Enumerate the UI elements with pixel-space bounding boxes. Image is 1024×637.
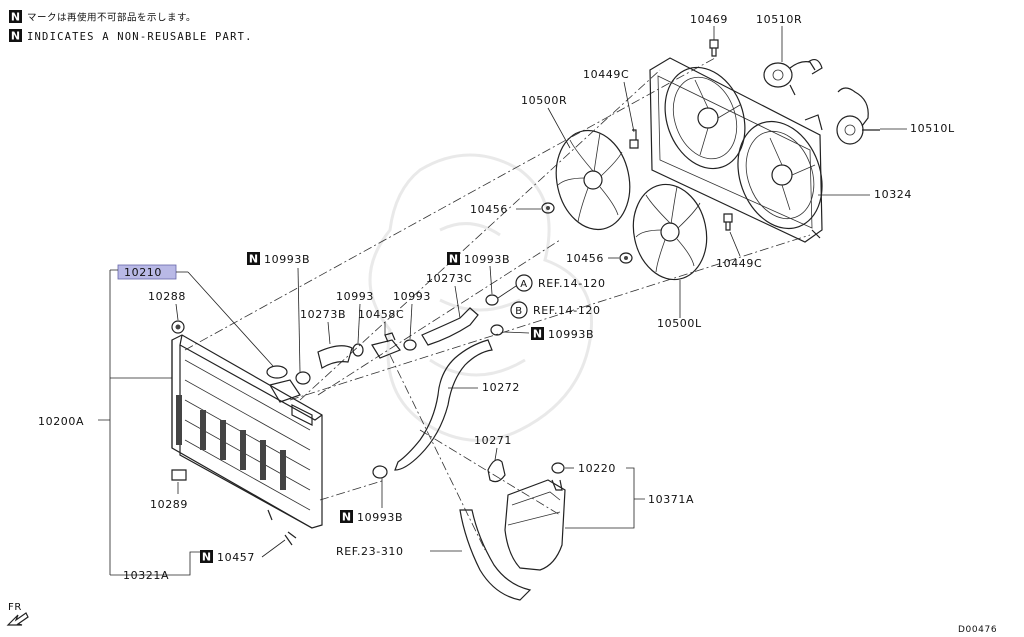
label-ref-B: REF.14-120 — [533, 304, 601, 317]
label-10210: 10210 — [124, 266, 162, 279]
label-10458C: 10458C — [358, 308, 404, 321]
label-10289: 10289 — [150, 498, 188, 511]
non-reusable-badge-icon — [9, 29, 22, 42]
non-reusable-badge-icon — [247, 252, 260, 265]
label-10449C-bottom: 10449C — [716, 257, 762, 270]
non-reusable-badge-icon — [531, 327, 544, 340]
badge-10457: N — [202, 551, 211, 564]
legend-jp: マークは再使用不可部品を示します。 — [27, 12, 196, 24]
label-10993-a: 10993 — [336, 290, 374, 303]
badge-10993B-mid: N — [449, 253, 458, 266]
non-reusable-badge-icon — [9, 10, 22, 23]
fan-shroud — [649, 57, 823, 243]
assembly-leader-lines — [184, 57, 811, 551]
ref-circle-B-letter: B — [515, 306, 522, 317]
label-10457: 10457 — [217, 551, 255, 564]
legend-badge-letter-2: N — [11, 30, 20, 43]
ref-circle-B-icon — [510, 301, 528, 319]
part-labels: 10469 10510R 10449C 10500R 10510L 10324 … — [6, 13, 997, 635]
ref-circle-A-icon — [515, 274, 533, 292]
label-10272: 10272 — [482, 381, 520, 394]
label-10510R: 10510R — [756, 13, 802, 26]
label-10993-b: 10993 — [393, 290, 431, 303]
label-10500R: 10500R — [521, 94, 567, 107]
non-reusable-badge-icon — [200, 550, 213, 563]
label-10993B-bottom: 10993B — [357, 511, 403, 524]
radiator-cap — [266, 365, 288, 379]
legend-en: INDICATES A NON-REUSABLE PART. — [27, 31, 253, 43]
label-ref-23-310: REF.23-310 — [336, 545, 404, 558]
non-reusable-badge-icon — [447, 252, 460, 265]
fasteners — [541, 39, 733, 264]
legend: N マークは再使用不可部品を示します。 N INDICATES A NON-RE… — [9, 10, 253, 43]
front-arrow-icon — [6, 612, 29, 626]
radiator-fins — [176, 395, 286, 490]
label-10449C-top: 10449C — [583, 68, 629, 81]
mount-10289 — [171, 469, 187, 481]
badge-10993B-top: N — [249, 253, 258, 266]
fan-blade-right — [555, 129, 631, 231]
label-10324: 10324 — [874, 188, 912, 201]
label-10993B-mid: 10993B — [464, 253, 510, 266]
watermark-emblem — [368, 153, 593, 442]
fan-blade-left — [632, 183, 708, 281]
label-10273B: 10273B — [300, 308, 346, 321]
non-reusable-badge-icon — [340, 510, 353, 523]
label-10273C: 10273C — [426, 272, 472, 285]
label-10510L: 10510L — [910, 122, 955, 135]
fan-motor-right — [763, 58, 823, 96]
label-10371A: 10371A — [648, 493, 694, 506]
label-10456-b: 10456 — [566, 252, 604, 265]
badge-10993B-bottom: N — [342, 511, 351, 524]
radiator-core — [171, 320, 323, 546]
diagram-code: D00476 — [958, 625, 997, 635]
lower-hose — [372, 339, 532, 601]
label-10469: 10469 — [690, 13, 728, 26]
ref-circle-A-letter: A — [520, 279, 527, 290]
label-10271: 10271 — [474, 434, 512, 447]
legend-badge-letter: N — [11, 11, 20, 24]
badge-10993B-right: N — [533, 328, 542, 341]
mount-10288 — [171, 320, 185, 334]
front-label: FR — [8, 602, 22, 613]
upper-hose — [295, 294, 504, 385]
label-10288: 10288 — [148, 290, 186, 303]
label-10321A: 10321A — [123, 569, 169, 582]
label-ref-A: REF.14-120 — [538, 277, 606, 290]
label-10993B-right: 10993B — [548, 328, 594, 341]
fan-motor-left — [836, 87, 880, 145]
label-10200A: 10200A — [38, 415, 84, 428]
reserve-tank — [504, 462, 566, 571]
label-10220: 10220 — [578, 462, 616, 475]
label-10993B-top: 10993B — [264, 253, 310, 266]
label-10456-a: 10456 — [470, 203, 508, 216]
label-10500L: 10500L — [657, 317, 702, 330]
overflow-hose — [487, 459, 506, 483]
